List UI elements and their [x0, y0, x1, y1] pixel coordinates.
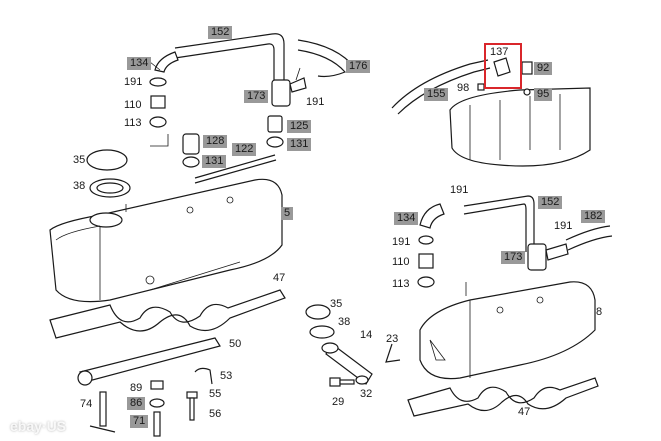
- elbow-fitting-left: [154, 51, 179, 73]
- part-label-113: 113: [124, 117, 142, 129]
- part-label-35: 35: [73, 154, 86, 166]
- fitting-173-left: [271, 79, 291, 107]
- valve-cover-8: [419, 281, 596, 380]
- part-label-29: 29: [332, 396, 345, 408]
- part-label-191: 191: [450, 184, 469, 196]
- part-label-110: 110: [124, 99, 142, 111]
- part-label-23: 23: [386, 333, 399, 345]
- elbow-137: [493, 57, 511, 77]
- pipe-122: [194, 154, 276, 179]
- oil-cap-35: [86, 149, 128, 171]
- hose-152-left: [174, 33, 285, 80]
- part-label-38: 38: [338, 316, 351, 328]
- gasket-47-right: [407, 377, 599, 417]
- part-label-38: 38: [73, 180, 86, 192]
- part-label-134: 134: [394, 212, 419, 225]
- part-label-152: 152: [538, 196, 563, 209]
- part-label-182: 182: [581, 210, 606, 223]
- part-label-137: 137: [490, 46, 509, 58]
- highlight-box-137: [484, 43, 522, 89]
- part-label-89: 89: [130, 382, 143, 394]
- part-label-5: 5: [281, 207, 294, 220]
- part-label-8: 8: [596, 306, 603, 318]
- part-label-134: 134: [127, 57, 152, 70]
- hose-152-right: [463, 195, 535, 252]
- part-label-14: 14: [360, 329, 373, 341]
- part-label-128: 128: [203, 135, 228, 148]
- part-label-131: 131: [202, 155, 227, 168]
- part-label-176: 176: [346, 60, 371, 73]
- elbow-134-right: [419, 203, 445, 229]
- part-label-55: 55: [209, 388, 222, 400]
- hose-155: [391, 59, 489, 109]
- part-label-50: 50: [229, 338, 242, 350]
- part-label-155: 155: [424, 88, 449, 101]
- watermark: ebay·US: [10, 418, 67, 434]
- part-label-53: 53: [220, 370, 233, 382]
- part-label-152: 152: [208, 26, 233, 39]
- part-label-74: 74: [80, 398, 93, 410]
- part-label-125: 125: [287, 120, 312, 133]
- part-label-122: 122: [232, 143, 257, 156]
- hose-182: [565, 225, 611, 241]
- part-label-191: 191: [306, 96, 325, 108]
- part-label-173: 173: [244, 90, 269, 103]
- valve-cover-5: [49, 178, 283, 303]
- part-label-71: 71: [130, 415, 149, 428]
- part-label-86: 86: [127, 397, 146, 410]
- part-label-191: 191: [554, 220, 573, 232]
- intake-manifold-upper: [449, 87, 591, 167]
- part-label-173: 173: [501, 251, 526, 264]
- part-label-56: 56: [209, 408, 222, 420]
- part-label-131: 131: [287, 138, 312, 151]
- part-label-113: 113: [392, 278, 410, 290]
- fitting-173-right: [527, 243, 547, 271]
- part-label-35: 35: [330, 298, 343, 310]
- part-label-110: 110: [392, 256, 410, 268]
- hose-176-left: [297, 49, 347, 78]
- part-label-92: 92: [534, 62, 553, 75]
- part-label-191: 191: [124, 76, 143, 88]
- part-label-32: 32: [360, 388, 373, 400]
- part-label-95: 95: [534, 88, 553, 101]
- valve-128: [182, 133, 200, 155]
- tube-50: [79, 337, 221, 383]
- part-label-47: 47: [518, 406, 531, 418]
- part-label-47: 47: [273, 272, 286, 284]
- part-label-191: 191: [392, 236, 411, 248]
- part-label-98: 98: [457, 82, 470, 94]
- gasket-47-left: [49, 289, 286, 339]
